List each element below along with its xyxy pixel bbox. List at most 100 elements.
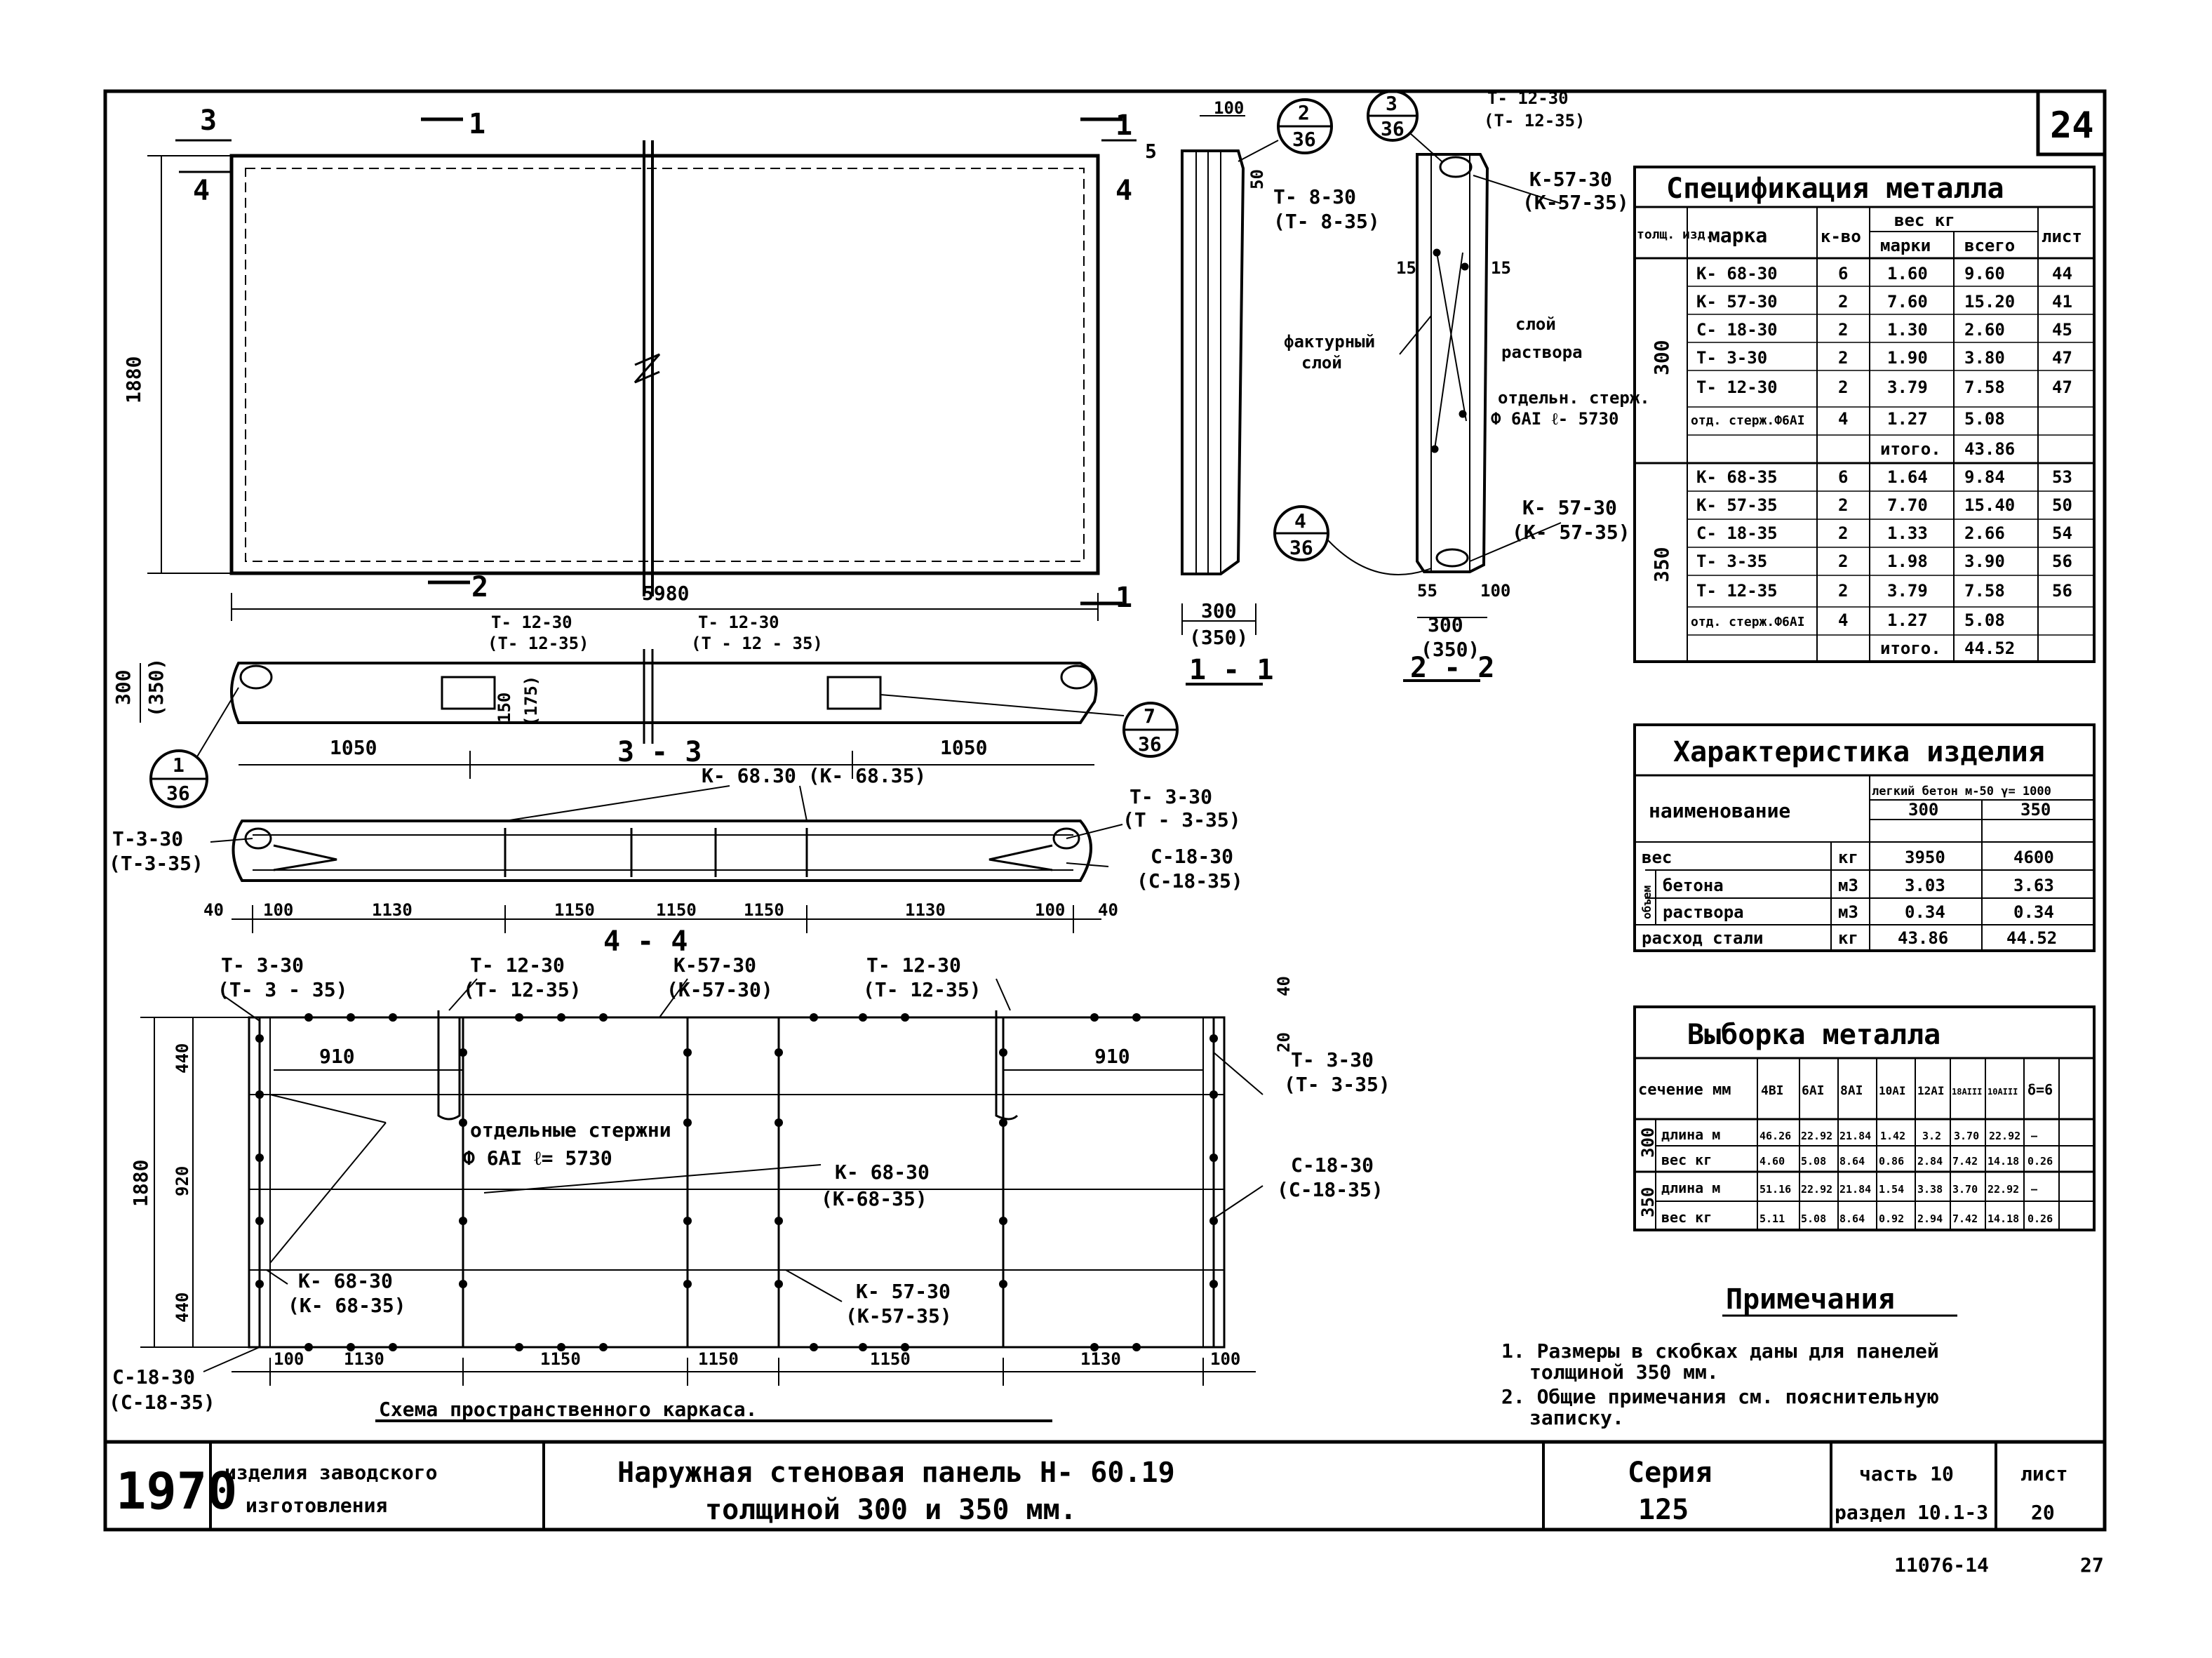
title-series-label: Серия bbox=[1628, 1457, 1712, 1489]
char-cell-name: бетона bbox=[1663, 876, 1724, 895]
selection-cell: 14.18 bbox=[1988, 1155, 2019, 1168]
section-2-2-thickness-alt: (350) bbox=[1421, 638, 1480, 661]
frame-t12-a: Т- 12-30 bbox=[470, 954, 565, 977]
spec-cell-mark: отд. стерж.Ф6AI bbox=[1691, 413, 1805, 428]
section-2-2-thickness: 300 bbox=[1428, 613, 1463, 636]
table-row: вес кг 3950 4600 bbox=[1642, 848, 2054, 867]
selection-cell: 21.84 bbox=[1839, 1183, 1871, 1196]
section-4-4-title: 4 - 4 bbox=[603, 925, 688, 958]
spec-header-weight-mark: марки bbox=[1880, 236, 1931, 255]
section-2-2-drawing bbox=[1273, 90, 1562, 682]
spec-cell-weight: 7.70 bbox=[1887, 495, 1928, 515]
table-row: К- 68-35 6 1.64 9.84 53 bbox=[1696, 467, 2072, 487]
char-cell-v2: 3.63 bbox=[2013, 876, 2054, 895]
section-3-3-callout7-num: 7 bbox=[1144, 704, 1155, 728]
frame-dim: 1130 bbox=[344, 1349, 384, 1369]
front-width-dim: 5980 bbox=[642, 582, 689, 605]
selection-cell: — bbox=[2031, 1183, 2038, 1196]
char-cell-name: расход стали bbox=[1642, 928, 1763, 948]
frame-t12-b: Т- 12-30 bbox=[866, 954, 961, 977]
spec-cell-mark: Т- 12-30 bbox=[1696, 377, 1778, 397]
spec-cell-sheet: 53 bbox=[2052, 467, 2072, 487]
title-sheet-label: лист bbox=[2020, 1462, 2067, 1485]
frame-c18-l: С-18-30 bbox=[112, 1365, 195, 1389]
frame-height: 1880 bbox=[129, 1160, 152, 1207]
spec-cell-mark: К- 57-35 bbox=[1696, 495, 1778, 515]
front-cut-4-bottom: 4 bbox=[1115, 175, 1132, 207]
spec-cell-total: 15.40 bbox=[1964, 495, 2015, 515]
frame-dim: 1130 bbox=[1080, 1349, 1121, 1369]
table-row: С- 18-30 2 1.30 2.60 45 bbox=[1696, 320, 2072, 340]
section-4-4-dims: 40 100 1130 1150 1150 1150 1130 100 40 bbox=[203, 900, 1118, 920]
table-row: Т- 12-30 2 3.79 7.58 47 bbox=[1696, 377, 2072, 397]
spec-cell-total: 7.58 bbox=[1964, 581, 2005, 601]
spec-cell-sheet: 44 bbox=[2052, 264, 2072, 283]
section-1-1-dim-top: 100 bbox=[1214, 98, 1244, 118]
spec-cell-mark: К- 57-30 bbox=[1696, 292, 1778, 312]
spec-cell-weight: 1.60 bbox=[1887, 264, 1928, 283]
spec-cell-qty: 2 bbox=[1838, 523, 1848, 543]
section-1-1-callout-num: 2 bbox=[1298, 101, 1310, 124]
selection-cell: 3.38 bbox=[1917, 1183, 1943, 1196]
selection-cell: 0.86 bbox=[1879, 1155, 1904, 1168]
selection-header: δ=6 bbox=[2027, 1081, 2053, 1098]
frame-dim: 100 bbox=[1210, 1349, 1240, 1369]
spec-table-title: Спецификация металла bbox=[1666, 173, 2004, 205]
char-table-title: Характеристика изделия bbox=[1673, 736, 2045, 768]
frame-dim: 1150 bbox=[540, 1349, 581, 1369]
spec-cell-weight: 1.33 bbox=[1887, 523, 1928, 543]
section-4-4-drawing bbox=[210, 785, 1123, 933]
spec-cell-total: 9.60 bbox=[1964, 264, 2005, 283]
section-2-2-rods-2: Ф 6AI ℓ- 5730 bbox=[1491, 409, 1618, 429]
spec-cell-mark: К- 68-35 bbox=[1696, 467, 1778, 487]
selection-cell: 14.18 bbox=[1988, 1212, 2019, 1225]
spec-cell-weight: 1.64 bbox=[1887, 467, 1928, 487]
section-2-2-k57-bot: К- 57-30 bbox=[1522, 496, 1617, 519]
selection-row-label: длина м bbox=[1661, 1179, 1720, 1196]
spec-cell-weight: 1.98 bbox=[1887, 551, 1928, 571]
selection-cell: 0.92 bbox=[1879, 1212, 1904, 1225]
title-main-2: толщиной 300 и 350 мм. bbox=[705, 1494, 1077, 1526]
table-row: Т- 12-35 2 3.79 7.58 56 bbox=[1696, 581, 2072, 601]
selection-header: сечение мм bbox=[1638, 1081, 1731, 1099]
spec-cell-total: 3.80 bbox=[1964, 348, 2005, 368]
frame-k68-l-alt: (К- 68-35) bbox=[288, 1294, 406, 1317]
page-mark: 27 bbox=[2080, 1553, 2104, 1577]
front-cut-3-bottom: 4 bbox=[193, 175, 210, 207]
spec-cell-total: 9.84 bbox=[1964, 467, 2005, 487]
section-1-1-mark-top: 50 bbox=[1247, 169, 1267, 189]
spec-cell-qty: 2 bbox=[1838, 377, 1848, 397]
selection-cell: 4.60 bbox=[1759, 1155, 1785, 1168]
spec-cell-total: 15.20 bbox=[1964, 292, 2015, 312]
spec-cell-sheet: 56 bbox=[2052, 551, 2072, 571]
section-3-3-t12a-alt: (Т- 12-35) bbox=[488, 634, 589, 653]
selection-table-title: Выборка металла bbox=[1687, 1019, 1940, 1051]
selection-table-grid bbox=[1633, 1005, 2096, 1231]
char-col2: 350 bbox=[2020, 800, 2051, 820]
section-2-2-texture-layer-1: фактурный bbox=[1284, 332, 1375, 352]
table-row: раствора м3 0.34 0.34 bbox=[1663, 902, 2054, 922]
section-3-3-d150: 150 bbox=[495, 693, 514, 723]
char-name-header: наименование bbox=[1649, 799, 1790, 822]
section-2-2-d15b: 15 bbox=[1491, 258, 1511, 278]
selection-cell: 22.92 bbox=[1801, 1130, 1832, 1142]
char-cell-v2: 4600 bbox=[2013, 848, 2054, 867]
frame-k57-a-alt: (К-57-30) bbox=[666, 978, 773, 1001]
spec-cell-weight: 3.79 bbox=[1887, 377, 1928, 397]
frame-t3-r-alt: (Т- 3-35) bbox=[1284, 1073, 1390, 1096]
title-sheet-value: 20 bbox=[2031, 1501, 2055, 1524]
spec-cell-mark: К- 68-30 bbox=[1696, 264, 1778, 283]
table-row: отд. стерж.Ф6AI 4 1.27 5.08 bbox=[1691, 409, 2005, 429]
spec-cell-qty: 2 bbox=[1838, 495, 1848, 515]
selection-cell: 22.92 bbox=[1801, 1183, 1832, 1196]
table-row: К- 57-35 2 7.70 15.40 50 bbox=[1696, 495, 2072, 515]
frame-d910b: 910 bbox=[1094, 1045, 1130, 1068]
section-1-1-title: 1 - 1 bbox=[1189, 654, 1273, 686]
spec-cell-total: 2.66 bbox=[1964, 523, 2005, 543]
section-1-1-drawing bbox=[1181, 98, 1333, 686]
front-cut-5: 5 bbox=[1145, 140, 1157, 163]
frame-dim: 1150 bbox=[870, 1349, 911, 1369]
spec-header-thickness: толщ. изд. bbox=[1637, 227, 1712, 242]
spec-cell-qty: 4 bbox=[1838, 610, 1848, 630]
char-cell-unit: кг bbox=[1838, 928, 1858, 948]
